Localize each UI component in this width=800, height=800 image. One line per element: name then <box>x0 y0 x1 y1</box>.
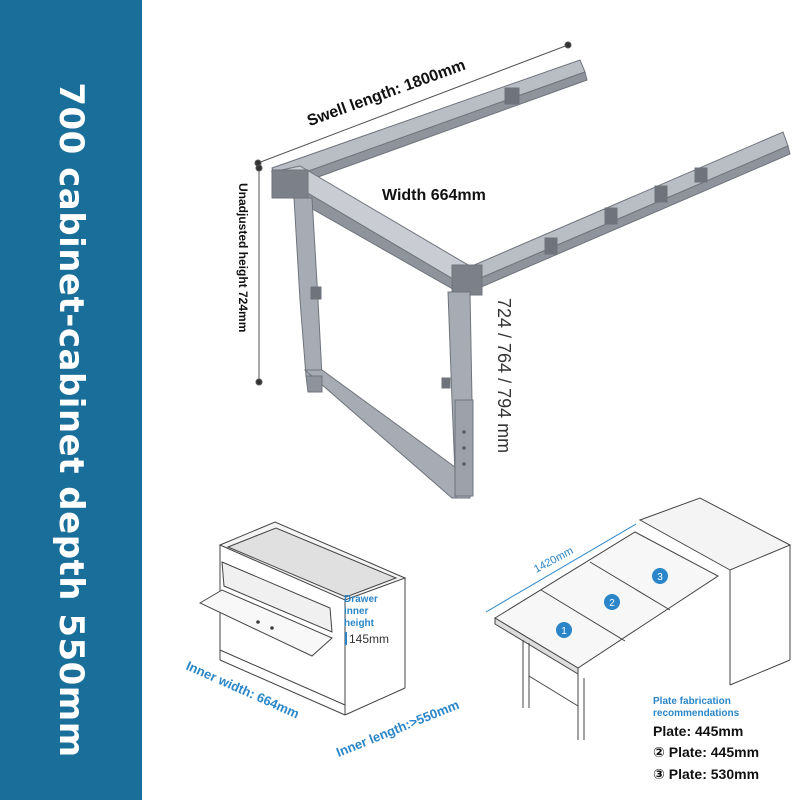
plate-1-number: 1 <box>561 626 567 637</box>
slide-rails <box>271 59 791 295</box>
left-cabinet <box>198 521 407 716</box>
drawer-height-value: 145mm <box>349 632 390 646</box>
plate-2-number: 2 <box>609 598 615 609</box>
adjustable-heights-label: 724 / 764 / 794 mm <box>494 298 514 454</box>
drawer-inner-height-label: Drawer inner height <box>344 594 378 629</box>
plate-3-number: 3 <box>657 572 663 583</box>
recommendation-plate-2: ② Plate: 445mm <box>653 744 760 760</box>
width-label: Width 664mm <box>382 187 486 204</box>
plate-3-icon <box>652 568 668 584</box>
top-frame <box>270 165 483 296</box>
plate-circles: 1 2 3 <box>556 568 668 638</box>
plate-1-icon <box>556 622 572 638</box>
recommendations-heading: Plate fabrication recommendations <box>653 696 740 719</box>
unadjusted-height-label: Unadjusted height 724mm <box>236 183 250 333</box>
legs <box>293 197 474 499</box>
recommendation-plate-1: Plate: 445mm <box>653 723 744 739</box>
recommendation-plate-3: ③ Plate: 530mm <box>653 766 760 782</box>
plate-2-icon <box>604 594 620 610</box>
sidebar-banner: 700 cabinet-cabinet depth 550mm <box>0 0 142 800</box>
dimension-lines <box>254 41 572 386</box>
